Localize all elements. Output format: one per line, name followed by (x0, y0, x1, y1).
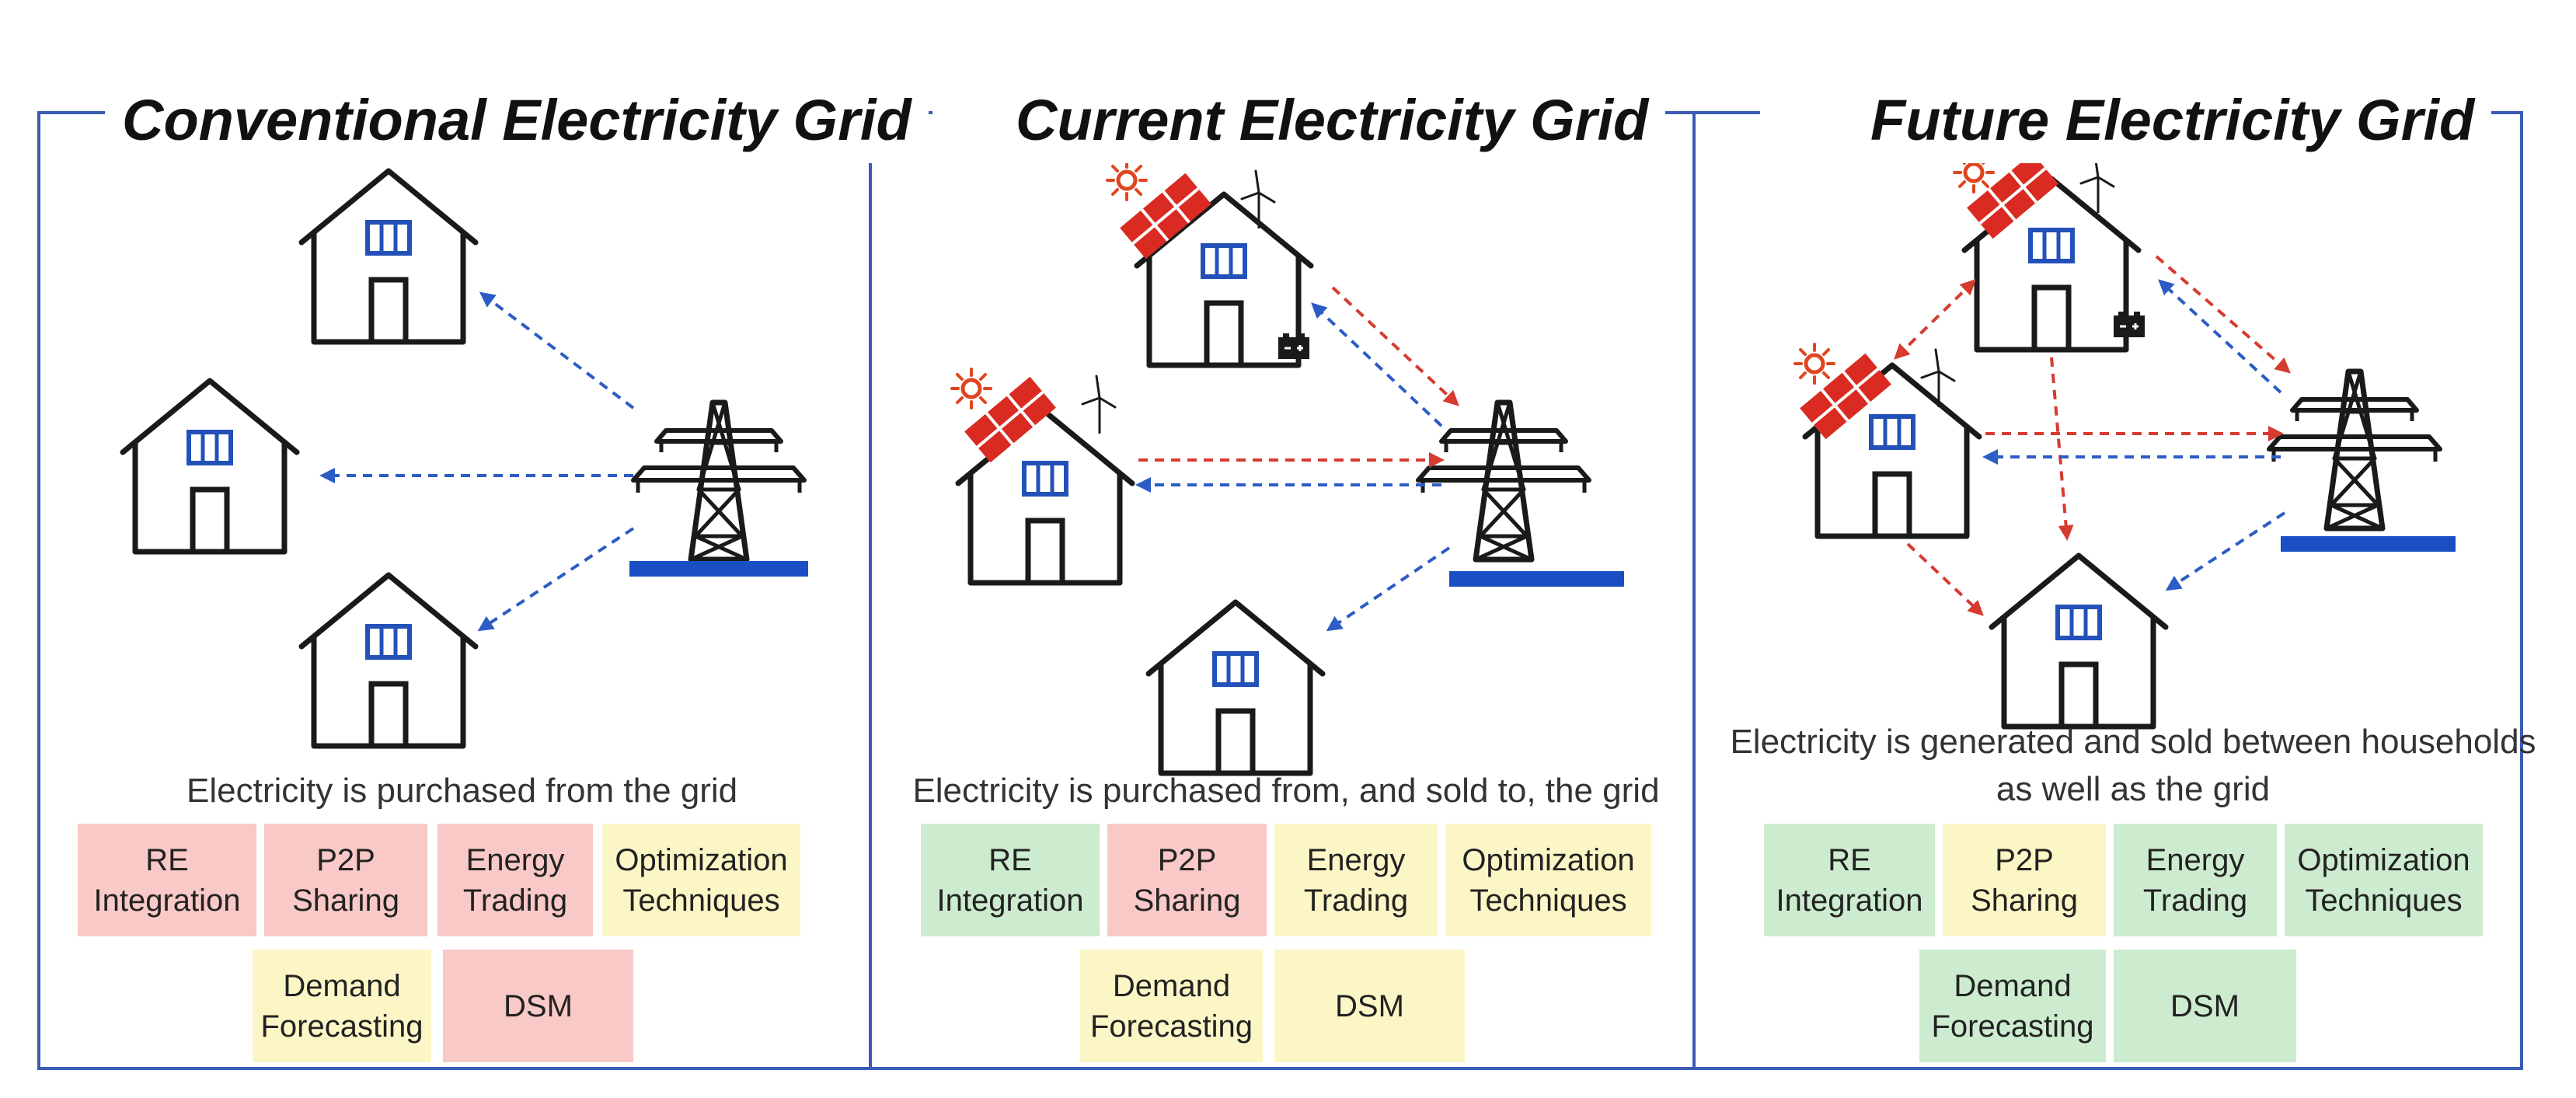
caption-future-line2: as well as the grid (1996, 770, 2271, 808)
grid-to-house-arrows (319, 291, 635, 632)
grid-base-icon (2281, 536, 2456, 552)
grid-to-household-arrows (1135, 302, 1451, 632)
battery-icon (1277, 332, 1311, 361)
panel-title-future: Future Electricity Grid (1853, 78, 2492, 163)
grid-flow-arrows (1982, 279, 2286, 591)
house-icon (123, 381, 297, 552)
sun-icon (952, 369, 991, 408)
sun-icon (1795, 344, 1834, 383)
panel-title-conventional: Conventional Electricity Grid (105, 78, 929, 163)
wind-turbine-icon (1081, 375, 1117, 435)
household-to-grid-arrows (1138, 286, 1459, 468)
house-icon (1149, 602, 1323, 773)
transmission-tower-icon (633, 403, 804, 559)
house-icon (302, 575, 476, 746)
panel-title-current: Current Electricity Grid (999, 78, 1666, 163)
household-flow-arrows (1894, 255, 2292, 616)
wind-turbine-icon (1920, 348, 1956, 409)
caption-conventional: Electricity is purchased from the grid (186, 772, 738, 810)
transmission-tower-icon (2269, 371, 2440, 528)
conventional-panel-graphics (123, 171, 808, 746)
grid-base-icon (629, 561, 808, 577)
caption-future-line1: Electricity is generated and sold betwee… (1730, 723, 2536, 761)
current-panel-graphics (952, 161, 1624, 773)
grid-base-icon (1449, 571, 1624, 587)
house-icon (1992, 556, 2166, 727)
caption-current: Electricity is purchased from, and sold … (912, 772, 1660, 810)
feature-box: DSM (2114, 950, 2296, 1062)
wind-turbine-icon (1240, 169, 1276, 230)
battery-icon (2112, 310, 2146, 339)
feature-box: DSM (443, 950, 633, 1062)
feature-box: DSM (1274, 950, 1465, 1062)
sun-icon (1107, 161, 1146, 200)
future-panel-graphics (1795, 153, 2456, 727)
transmission-tower-icon (1418, 403, 1589, 559)
house-icon (302, 171, 476, 342)
